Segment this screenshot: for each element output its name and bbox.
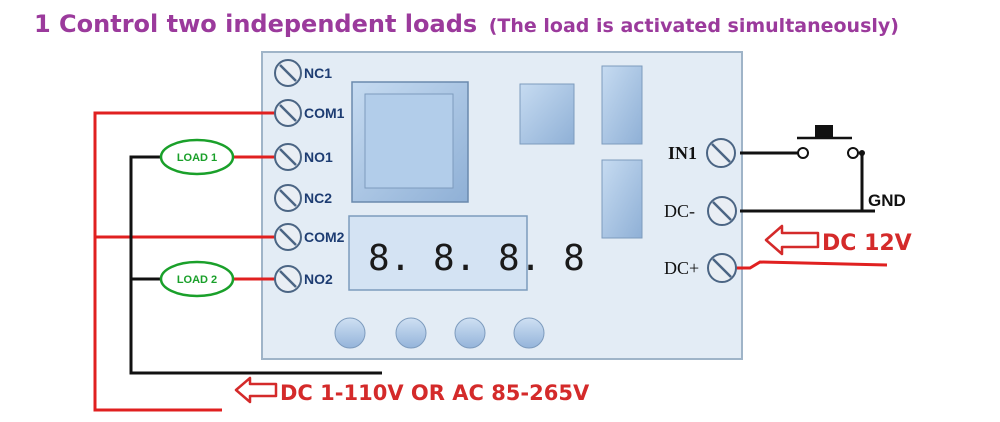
right-terminals: IN1 DC- DC+ (664, 138, 737, 283)
supply-indicator: DC 1-110V OR AC 85-265V (234, 376, 590, 405)
terminal-label-dc-minus: DC- (664, 201, 695, 221)
terminal-label-in1: IN1 (668, 143, 697, 163)
terminal-no1[interactable]: NO1 (274, 143, 333, 171)
terminal-label-dc-plus: DC+ (664, 258, 699, 278)
diagram-title: 1 Control two independent loads (The loa… (34, 10, 899, 38)
display-text: 8. 8. 8. 8 (368, 238, 585, 279)
relay-component (351, 81, 469, 203)
terminal-label-com1: COM1 (304, 105, 345, 121)
terminal-com2[interactable]: COM2 (274, 223, 345, 251)
load-1: LOAD 1 (159, 138, 235, 176)
terminal-com1[interactable]: COM1 (274, 99, 345, 127)
terminal-label-no2: NO2 (304, 271, 333, 287)
component-tall-2 (601, 159, 643, 239)
terminal-nc2[interactable]: NC2 (274, 184, 332, 212)
terminal-no2[interactable]: NO2 (274, 265, 333, 293)
relay-board (261, 51, 743, 360)
terminal-nc1[interactable]: NC1 (274, 59, 332, 87)
board-button-1[interactable] (334, 317, 366, 349)
gnd-label: GND (868, 191, 906, 210)
terminal-label-com2: COM2 (304, 229, 345, 245)
board-button-3[interactable] (454, 317, 486, 349)
terminal-in1[interactable]: IN1 (668, 138, 736, 168)
led-display: 8. 8. 8. 8 (348, 215, 585, 291)
load-2-label: LOAD 2 (177, 274, 217, 286)
title-main: 1 Control two independent loads (34, 10, 478, 38)
load-2: LOAD 2 (159, 260, 235, 298)
dc12-label: DC 12V (822, 231, 912, 256)
arrow-left-icon (764, 224, 820, 256)
supply-label: DC 1-110V OR AC 85-265V (280, 381, 590, 405)
arrow-left-icon (234, 376, 278, 404)
board-button-4[interactable] (513, 317, 545, 349)
terminal-dc-minus[interactable]: DC- (664, 196, 737, 226)
component-small-1 (519, 83, 575, 145)
terminal-label-nc1: NC1 (304, 65, 332, 81)
push-switch[interactable] (797, 125, 865, 159)
load-1-label: LOAD 1 (177, 152, 217, 164)
board-button-2[interactable] (395, 317, 427, 349)
component-tall-1 (601, 65, 643, 145)
title-sub: (The load is activated simultaneously) (488, 15, 899, 37)
terminal-label-nc2: NC2 (304, 190, 332, 206)
terminal-label-no1: NO1 (304, 149, 333, 165)
terminal-dc-plus[interactable]: DC+ (664, 253, 737, 283)
left-terminals: NC1 COM1 NO1 NC2 COM2 NO2 (274, 59, 345, 293)
dc12-indicator: DC 12V (764, 224, 912, 256)
